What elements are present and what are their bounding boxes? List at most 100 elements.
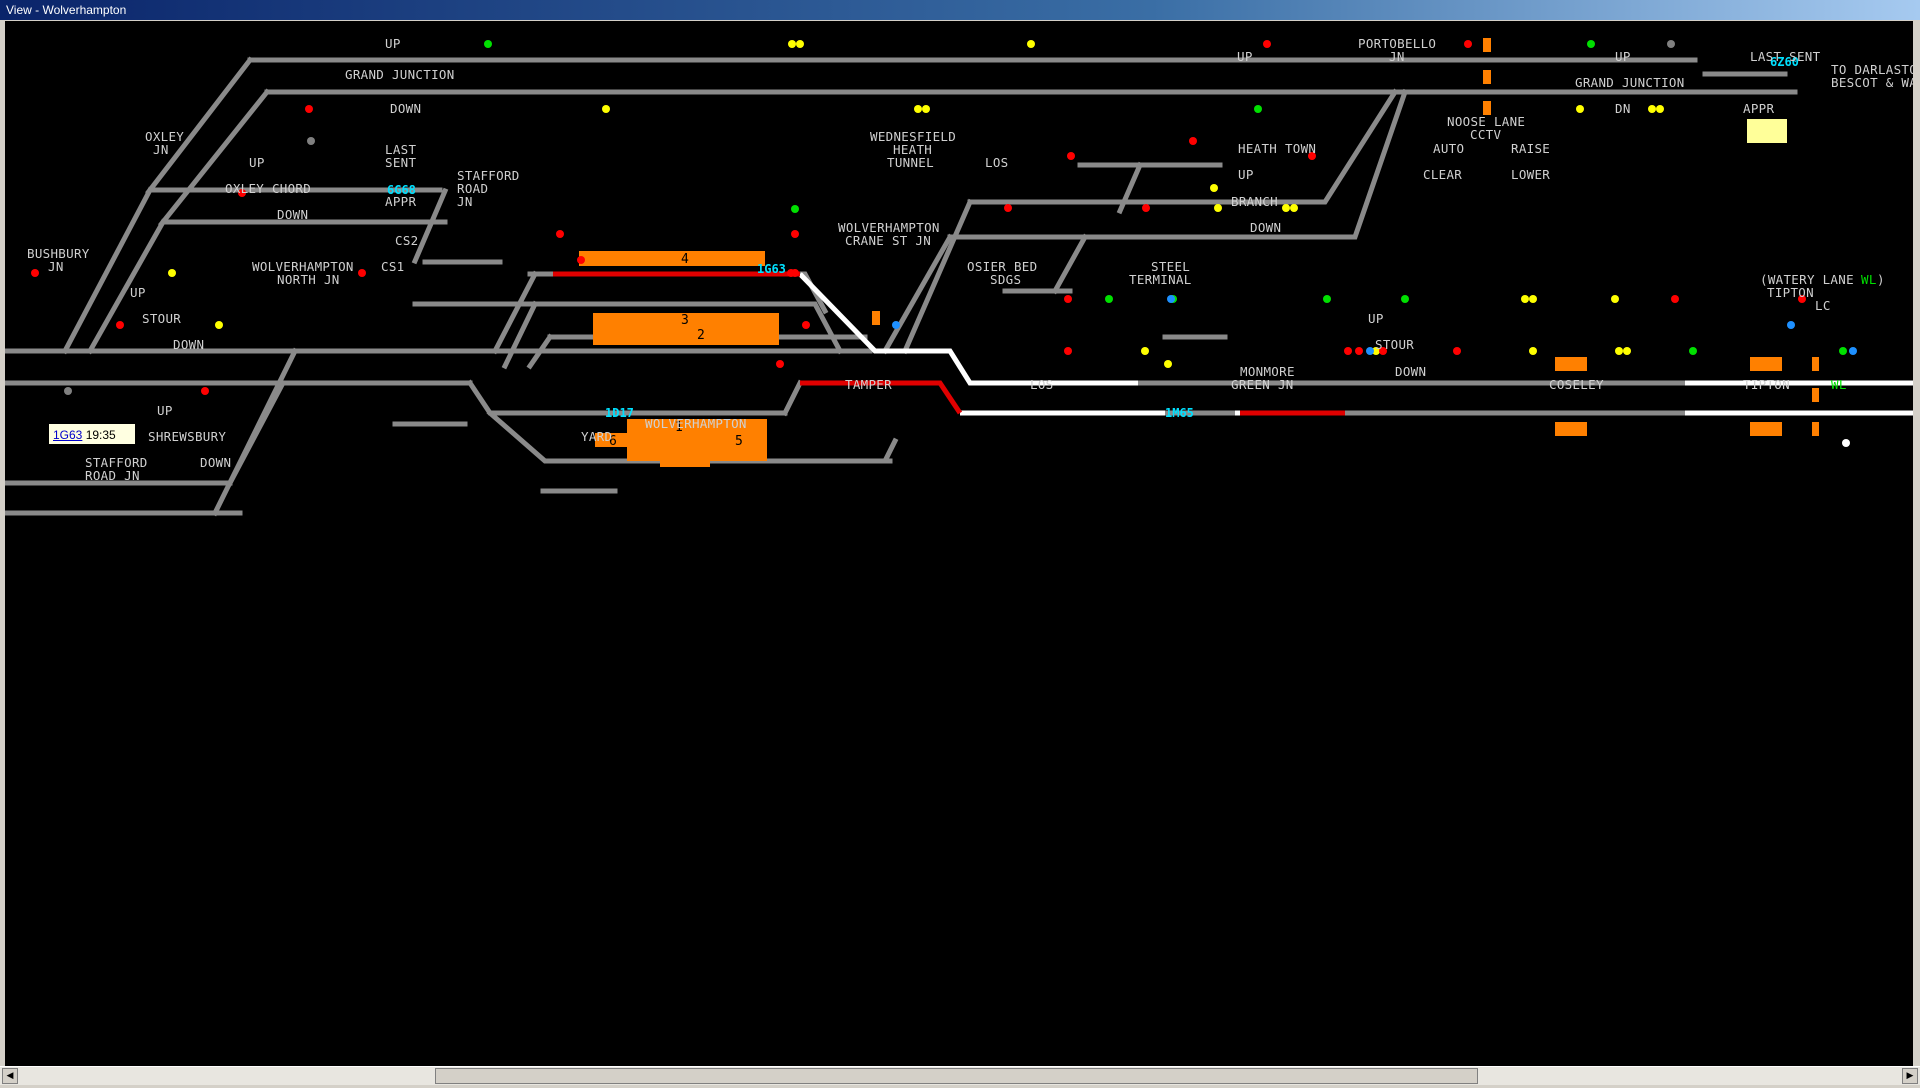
signal-aspect[interactable] [1667,40,1675,48]
scroll-left-button[interactable]: ◀ [2,1068,18,1084]
signal-aspect[interactable] [1290,204,1298,212]
signal-aspect[interactable] [305,105,313,113]
location-label: TAMPER [845,377,892,392]
location-label: (WATERY LANE [1760,272,1854,287]
signal-aspect[interactable] [1611,295,1619,303]
signal-aspect[interactable] [1529,347,1537,355]
signal-aspect[interactable] [1067,152,1075,160]
signal-aspect[interactable] [776,360,784,368]
signal-aspect[interactable] [1576,105,1584,113]
signal-aspect[interactable] [1798,295,1806,303]
signal-aspect[interactable] [358,269,366,277]
signal-aspect[interactable] [1210,184,1218,192]
signal-aspect[interactable] [791,230,799,238]
signal-aspect[interactable] [238,189,246,197]
location-label: STAFFORD [457,168,520,183]
platform-number-6: 6 [609,434,617,449]
signal-aspect[interactable] [201,387,209,395]
signal-aspect[interactable] [802,321,810,329]
signal-aspect[interactable] [796,40,804,48]
signal-aspect[interactable] [922,105,930,113]
signals[interactable] [31,40,1857,447]
signal-aspect[interactable] [1587,40,1595,48]
signal-aspect[interactable] [1254,105,1262,113]
signal-aspect[interactable] [1521,295,1529,303]
signal-aspect[interactable] [168,269,176,277]
scroll-thumb[interactable] [435,1068,1478,1084]
signal-aspect[interactable] [787,269,795,277]
tooltip-headcode[interactable]: 1G63 [53,428,83,442]
signal-aspect[interactable] [892,321,900,329]
signal-aspect[interactable] [1366,347,1374,355]
platform-block [1812,357,1819,371]
platform-block [1812,422,1819,436]
signal-aspect[interactable] [1282,204,1290,212]
signal-aspect[interactable] [1355,347,1363,355]
signal-aspect[interactable] [1308,152,1316,160]
signal-aspect[interactable] [1142,204,1150,212]
signal-aspect[interactable] [1379,347,1387,355]
signal-aspect[interactable] [556,230,564,238]
signal-aspect[interactable] [484,40,492,48]
signal-aspect[interactable] [791,205,799,213]
signal-aspect[interactable] [1453,347,1461,355]
signal-aspect[interactable] [1842,439,1850,447]
location-label: UP [1368,311,1384,326]
signal-aspect[interactable] [577,256,585,264]
signal-aspect[interactable] [1004,204,1012,212]
signal-aspect[interactable] [1839,347,1847,355]
signal-aspect[interactable] [914,105,922,113]
signal-aspect[interactable] [64,387,72,395]
signal-aspect[interactable] [307,137,315,145]
signal-aspect[interactable] [1214,204,1222,212]
signal-aspect[interactable] [1615,347,1623,355]
horizontal-scrollbar[interactable]: ◀ ▶ [0,1066,1920,1085]
track-layout [5,56,1798,517]
signal-aspect[interactable] [1344,347,1352,355]
location-label: COSELEY [1549,377,1604,392]
signal-aspect[interactable] [1671,295,1679,303]
signalling-diagram[interactable]: 4 3 2 1 5 6 6G68 1G63 1D17 1M65 6Z60 [5,21,1913,1066]
signal-aspect[interactable] [1401,295,1409,303]
location-label: LAST SENT [1750,49,1821,64]
signal-aspect[interactable] [602,105,610,113]
signal-aspect[interactable] [1464,40,1472,48]
signal-aspect[interactable] [1164,360,1172,368]
signal-aspect[interactable] [215,321,223,329]
location-label: CS1 [381,259,404,274]
signal-aspect[interactable] [1027,40,1035,48]
signal-aspect[interactable] [1648,105,1656,113]
signal-aspect[interactable] [1189,137,1197,145]
signal-aspect[interactable] [1529,295,1537,303]
signal-aspect[interactable] [1787,321,1795,329]
signal-aspect[interactable] [1064,347,1072,355]
signal-aspect[interactable] [1263,40,1271,48]
signal-aspect[interactable] [1167,295,1175,303]
location-label: STOUR [1375,337,1414,352]
window-title: View - Wolverhampton [6,3,127,17]
berth-6z60: 6Z60 [1770,55,1799,69]
location-label: JN [1389,49,1405,64]
signal-aspect[interactable] [1105,295,1113,303]
signal-aspect[interactable] [116,321,124,329]
location-label: JN [48,259,64,274]
scroll-right-button[interactable]: ▶ [1902,1068,1918,1084]
location-label: UP [130,285,146,300]
signal-aspect[interactable] [1656,105,1664,113]
signal-aspect[interactable] [1623,347,1631,355]
signal-aspect[interactable] [1064,295,1072,303]
location-label: HEATH [893,142,932,157]
signal-aspect[interactable] [1849,347,1857,355]
signal-aspect[interactable] [31,269,39,277]
location-label: OSIER BED [967,259,1037,274]
signal-aspect[interactable] [1689,347,1697,355]
signal-aspect[interactable] [1141,347,1149,355]
signal-aspect[interactable] [1372,347,1380,355]
location-label: LAST [385,142,416,157]
location-label: RAISE [1511,141,1550,156]
location-label: CS2 [395,233,418,248]
signal-aspect[interactable] [1323,295,1331,303]
signal-aspect[interactable] [788,40,796,48]
platform-block [1750,422,1782,436]
cctv-indicator [1747,119,1787,143]
